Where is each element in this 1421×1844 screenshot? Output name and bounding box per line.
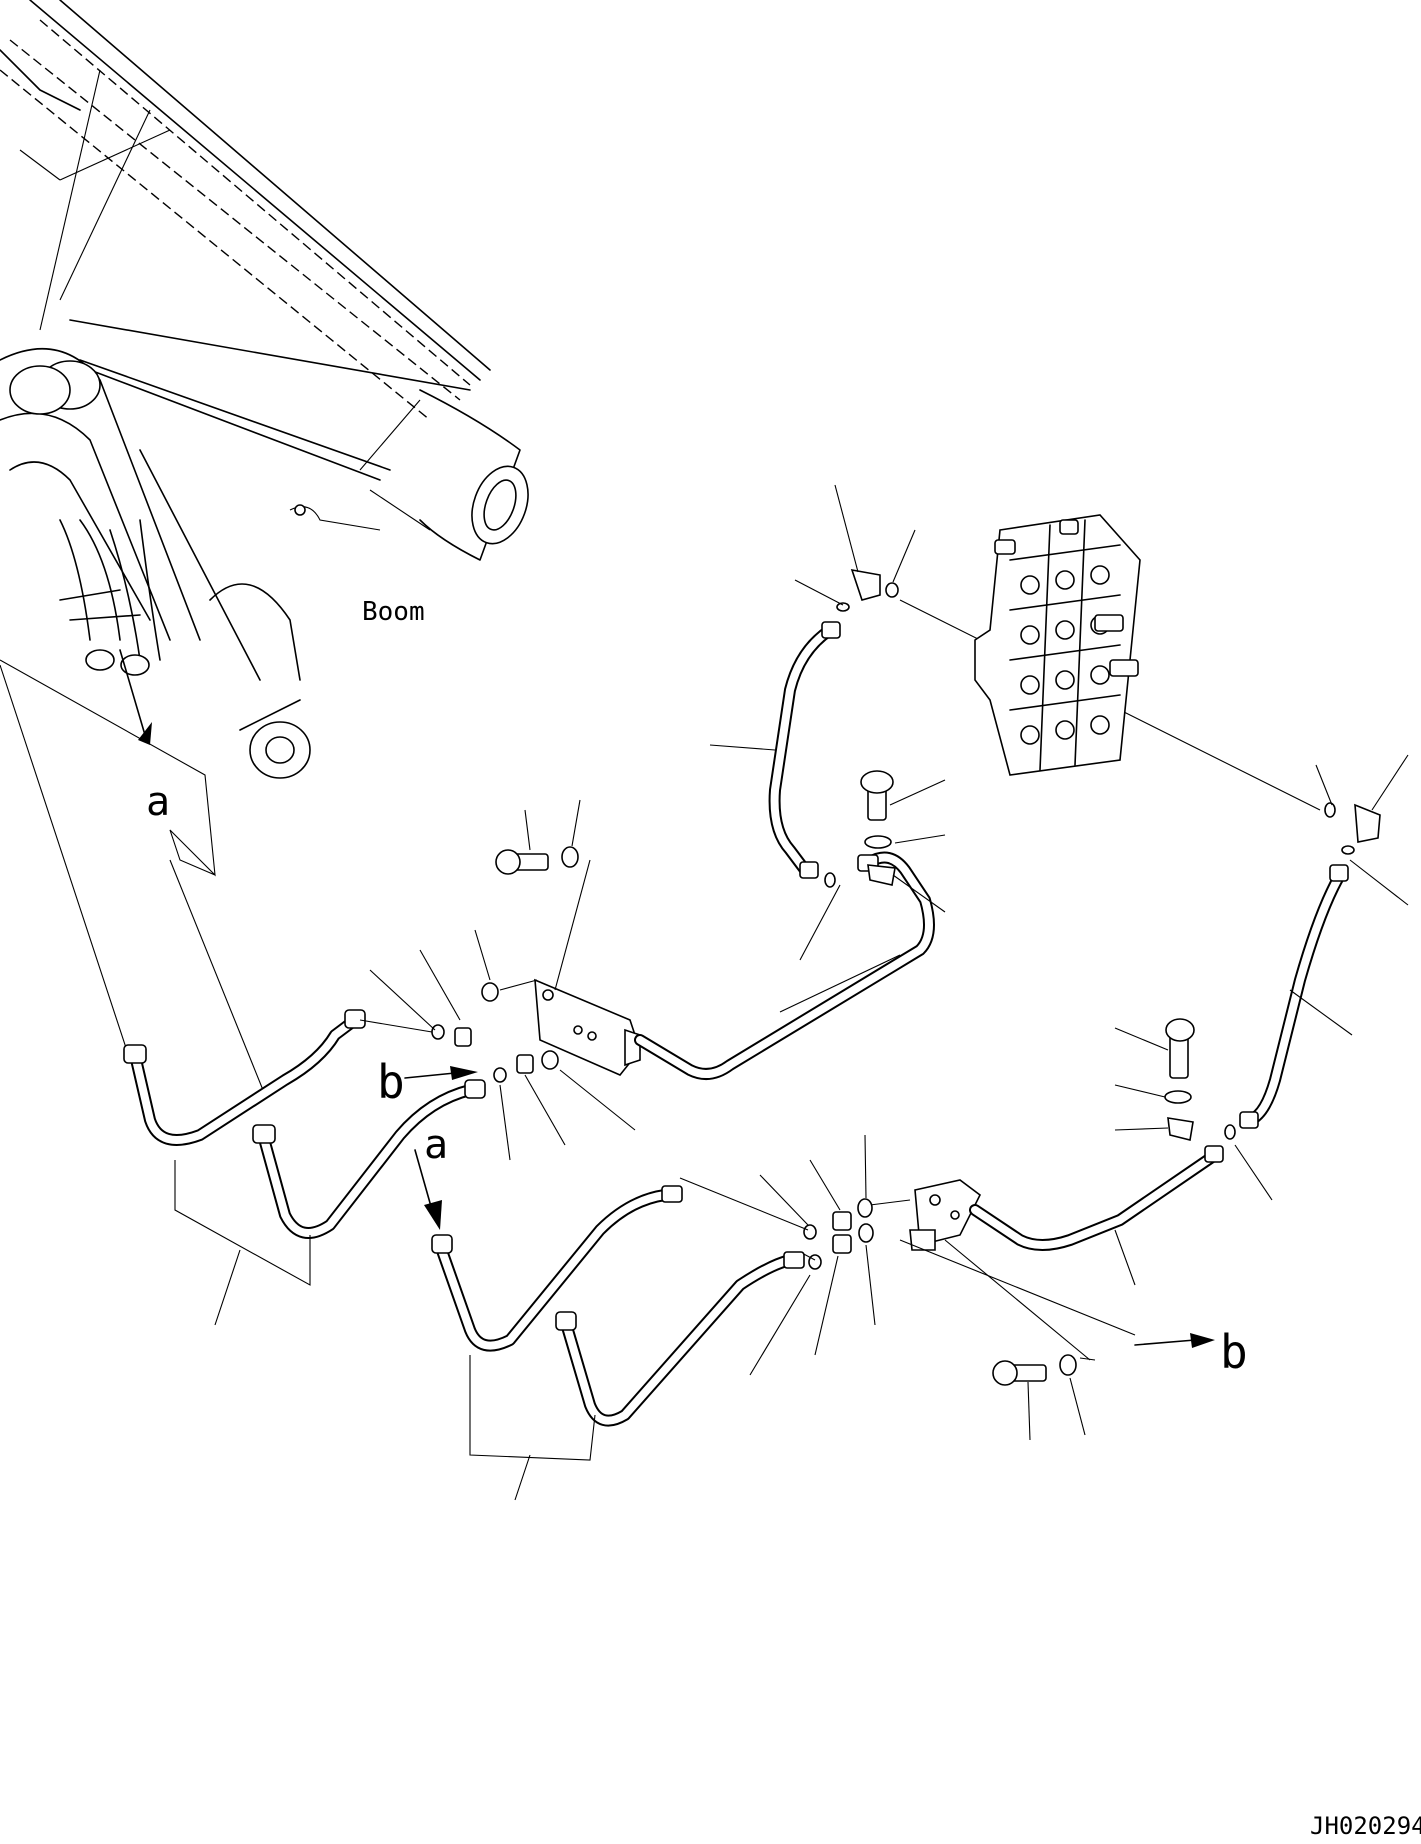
hose-group-mid	[431, 1185, 805, 1501]
ref-b-left: b	[377, 1055, 405, 1109]
ref-a-upper: a	[146, 779, 170, 825]
boom-label: Boom	[362, 597, 425, 627]
right-hose-assembly	[1114, 754, 1409, 1201]
control-valve	[974, 514, 1141, 776]
drawing-number: JH020294	[1310, 1812, 1421, 1840]
upper-mid-hose	[709, 484, 1321, 961]
ref-a-lower: a	[424, 1122, 448, 1168]
ref-b-right: b	[1220, 1325, 1248, 1379]
left-block-assembly	[359, 799, 935, 1161]
right-block-assembly	[679, 1134, 1224, 1441]
ref-arrow-b-left	[404, 1066, 478, 1080]
break-line-strip	[0, 659, 266, 1096]
hose-group-left	[123, 1009, 486, 1326]
ref-arrow-a-lower	[414, 1149, 442, 1230]
boom-assembly	[0, 0, 529, 779]
